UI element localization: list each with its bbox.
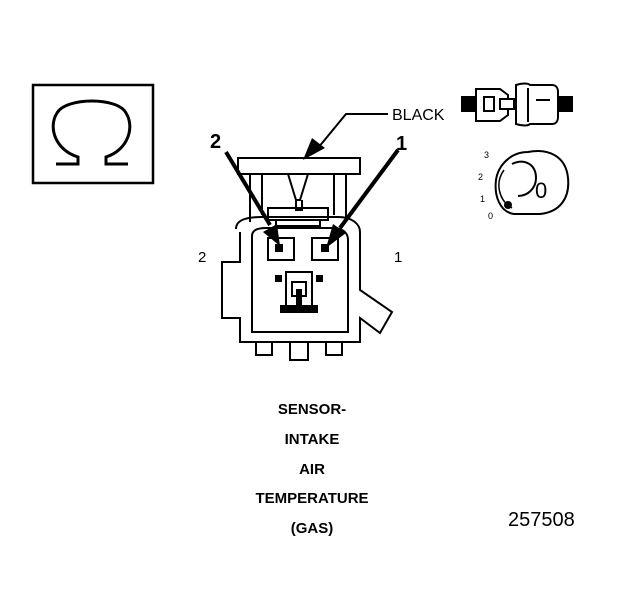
connector-pair-icon bbox=[461, 82, 573, 127]
scale-mark-3: 3 bbox=[484, 150, 489, 160]
callout-leaders bbox=[224, 113, 400, 248]
black-callout-arrow bbox=[303, 138, 325, 160]
title-line-1: SENSOR- bbox=[277, 401, 347, 418]
side-label-2: 2 bbox=[198, 249, 206, 266]
terminal-2-leader bbox=[224, 150, 272, 227]
ohm-icon bbox=[51, 99, 132, 166]
terminal-1-leader bbox=[338, 148, 400, 230]
title-line-4: TEMPERATURE bbox=[255, 490, 369, 507]
indicator-digit: 0 bbox=[535, 178, 547, 203]
figure-number: 257508 bbox=[508, 509, 575, 531]
black-callout-leader bbox=[317, 113, 388, 149]
position-indicator: 0 3 2 1 0 bbox=[478, 150, 570, 221]
scale-mark-2: 2 bbox=[478, 172, 483, 182]
indicator-dot bbox=[504, 201, 512, 209]
terminal-1-callout: 1 bbox=[396, 133, 407, 155]
terminal-2-callout: 2 bbox=[210, 131, 221, 153]
black-color-label: BLACK bbox=[392, 107, 445, 124]
scale-mark-1: 1 bbox=[480, 194, 485, 204]
terminal-2-arrow bbox=[263, 224, 280, 246]
title-line-2: INTAKE bbox=[284, 431, 340, 448]
connector-body bbox=[221, 157, 394, 361]
title-line-5: (GAS) bbox=[290, 520, 334, 537]
title-line-3: AIR bbox=[299, 461, 325, 478]
side-label-1: 1 bbox=[394, 249, 402, 266]
terminal-1-arrow bbox=[326, 224, 346, 248]
ohm-symbol-box bbox=[31, 83, 155, 185]
scale-mark-0: 0 bbox=[488, 211, 493, 221]
